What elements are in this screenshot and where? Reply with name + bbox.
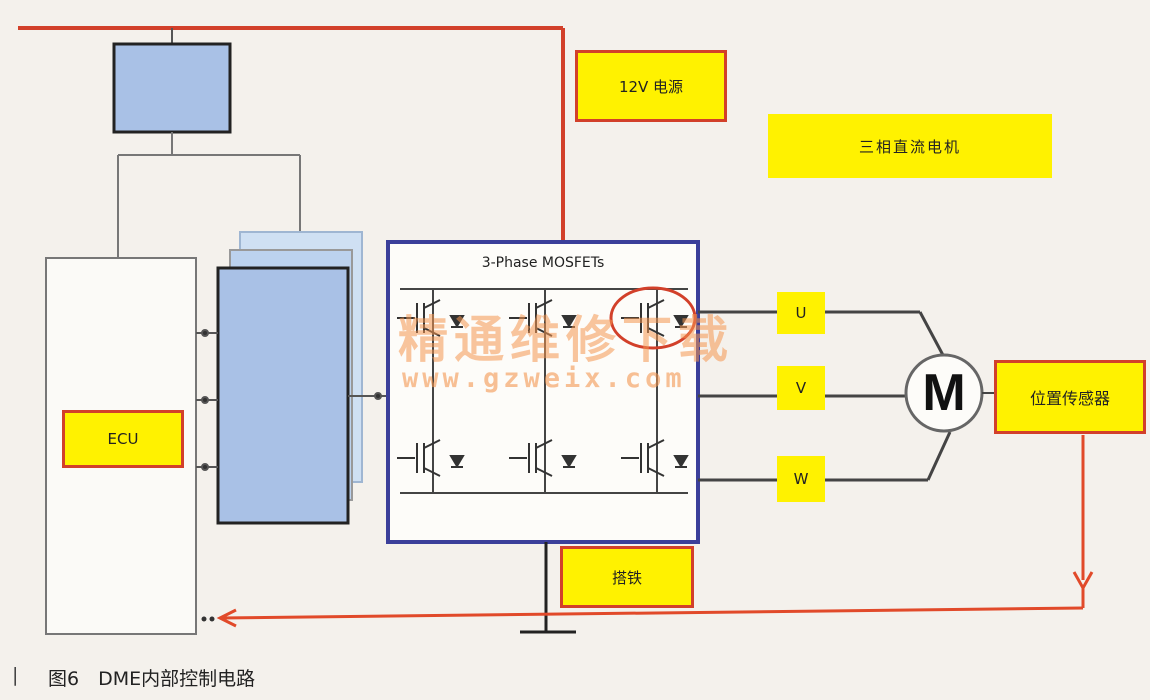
caption-mark: | xyxy=(12,664,19,686)
figure-caption: 图6 DME内部控制电路 xyxy=(48,668,256,690)
relay-wiring xyxy=(117,132,301,258)
watermark-url: www.gzweix.com xyxy=(402,363,686,394)
motor-label: 三相直流电机 xyxy=(768,114,1052,178)
transistor-symbols xyxy=(397,299,689,477)
phase-u-label: U xyxy=(777,292,825,334)
sensor-label: 位置传感器 xyxy=(994,360,1146,434)
driver-mosfet-link xyxy=(348,392,388,400)
ecu-driver-links xyxy=(196,329,218,471)
mosfet-bridge-wiring xyxy=(400,288,688,494)
highlight-circle xyxy=(609,286,697,350)
driver-module xyxy=(216,231,363,525)
mosfet-title: 3-Phase MOSFETs xyxy=(481,255,605,271)
ground-symbol xyxy=(520,542,576,634)
feedback-arrow xyxy=(216,435,1094,628)
phase-v-label: V xyxy=(777,366,825,410)
power-line xyxy=(18,26,565,242)
ground-label: 搭铁 xyxy=(560,546,694,608)
ecu-input-pins xyxy=(201,616,215,622)
motor-letter: M xyxy=(922,364,966,422)
watermark-text: 精通维修下载 xyxy=(398,311,734,369)
power-label: 12V 电源 xyxy=(575,50,727,122)
relay-block xyxy=(112,42,232,134)
phase-w-label: W xyxy=(777,456,825,502)
ecu-label: ECU xyxy=(62,410,184,468)
